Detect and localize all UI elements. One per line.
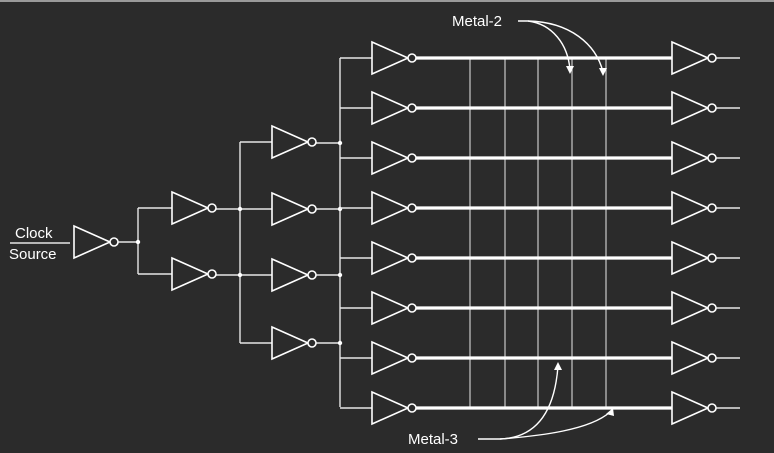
- inverter-output-5: [671, 240, 717, 276]
- inverter-stage4-4: [371, 190, 417, 226]
- junction-dots: [135, 140, 343, 346]
- metal-grid: [469, 58, 607, 408]
- inverter-output-4: [671, 190, 717, 226]
- inverter-stage4-1: [371, 40, 417, 76]
- inverter-stage2-top: [171, 190, 217, 226]
- inverter-stage4-6: [371, 290, 417, 326]
- inverter-stage3-2: [271, 191, 317, 227]
- inverter-output-3: [671, 140, 717, 176]
- clock-label: Clock: [15, 225, 53, 242]
- inverter-stage3-3: [271, 257, 317, 293]
- metal2-arrows: [518, 20, 607, 76]
- tree-wiring: [118, 58, 341, 407]
- inverter-output-6: [671, 290, 717, 326]
- metal2-label: Metal-2: [452, 13, 502, 30]
- inverter-buffers: [73, 40, 717, 426]
- metal3-arrows: [478, 362, 614, 440]
- inverter-stage3-4: [271, 325, 317, 361]
- source-label: Source: [9, 246, 57, 263]
- inverter-stage4-2: [371, 90, 417, 126]
- inverter-stage4-3: [371, 140, 417, 176]
- metal3-label: Metal-3: [408, 431, 458, 448]
- inverter-stage1: [73, 224, 119, 260]
- inverter-stage3-1: [271, 124, 317, 160]
- inverter-stage4-5: [371, 240, 417, 276]
- inverter-stage4-7: [371, 340, 417, 376]
- inverter-output-1: [671, 40, 717, 76]
- inverter-stage4-8: [371, 390, 417, 426]
- branch-wires: [340, 56, 740, 410]
- inverter-stage2-bottom: [171, 256, 217, 292]
- inverter-output-7: [671, 340, 717, 376]
- inverter-output-8: [671, 390, 717, 426]
- inverter-output-2: [671, 90, 717, 126]
